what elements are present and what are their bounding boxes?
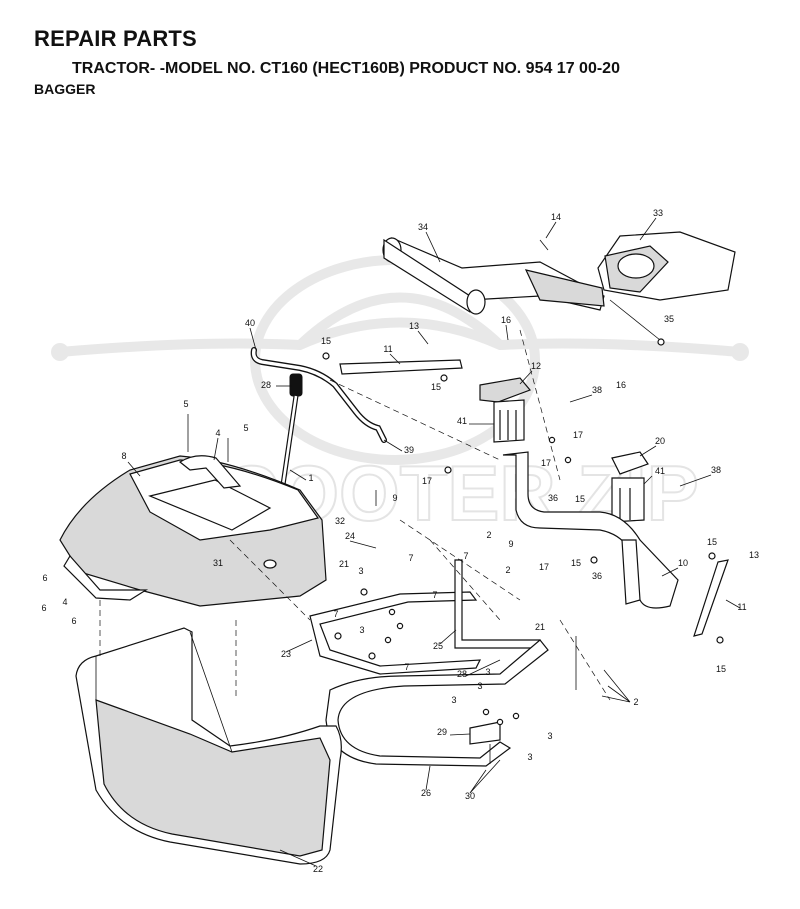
callout-5-a: 5 bbox=[183, 399, 188, 409]
callout-19-b: 17 bbox=[541, 458, 551, 468]
callout-7-b: 7 bbox=[408, 553, 413, 563]
callout-27: 28 bbox=[457, 669, 467, 679]
leader-lines bbox=[127, 217, 741, 867]
side-bracket bbox=[693, 559, 729, 637]
callout-3-a: 3 bbox=[358, 566, 363, 576]
callout-4-bottom: 4 bbox=[62, 597, 67, 607]
callout-38-a: 38 bbox=[592, 385, 602, 395]
callout-20: 20 bbox=[655, 436, 665, 446]
callout-36-a: 36 bbox=[548, 493, 558, 503]
callout-22-a: 21 bbox=[339, 559, 349, 569]
callout-7-a: 7 bbox=[463, 551, 468, 561]
callout-34: 34 bbox=[418, 222, 428, 232]
callout-31: 31 bbox=[213, 558, 223, 568]
callout-26: 26 bbox=[421, 788, 431, 798]
callout-3-b: 3 bbox=[359, 625, 364, 635]
callout-41-a: 41 bbox=[457, 416, 467, 426]
hardware bbox=[187, 352, 724, 764]
callout-2-a: 2 bbox=[486, 530, 491, 540]
callout-9-a: 9 bbox=[392, 493, 397, 503]
callout-2-b: 2 bbox=[505, 565, 510, 575]
grass-bag bbox=[75, 627, 342, 865]
callout-5-b: 5 bbox=[243, 423, 248, 433]
callout-36-b: 36 bbox=[592, 571, 602, 581]
callout-19-d: 17 bbox=[539, 562, 549, 572]
callout-6-b: 6 bbox=[41, 603, 46, 613]
callout-3-f: 3 bbox=[547, 731, 552, 741]
callout-35: 35 bbox=[664, 314, 674, 324]
callout-7-e: 7 bbox=[404, 662, 409, 672]
callout-8: 8 bbox=[121, 451, 126, 461]
callout-11-right: 11 bbox=[737, 602, 746, 612]
callout-13-right: 13 bbox=[749, 550, 759, 560]
callout-6-c: 6 bbox=[71, 616, 76, 626]
callout-13-top: 13 bbox=[409, 321, 419, 331]
callout-17-top: 16 bbox=[501, 315, 511, 325]
mount-brackets bbox=[339, 359, 649, 523]
page-title: REPAIR PARTS bbox=[34, 26, 197, 51]
callout-19-c: 17 bbox=[422, 476, 432, 486]
callout-2-c: 2 bbox=[633, 697, 638, 707]
callout-16-a: 15 bbox=[321, 336, 331, 346]
callout-25: 25 bbox=[433, 641, 443, 651]
callout-19-a: 17 bbox=[573, 430, 583, 440]
callout-9-b: 9 bbox=[508, 539, 513, 549]
callout-41-b: 41 bbox=[655, 466, 665, 476]
callout-17-right: 16 bbox=[616, 380, 626, 390]
callout-3-g: 3 bbox=[527, 752, 532, 762]
callout-24: 24 bbox=[345, 531, 355, 541]
callout-16-b: 15 bbox=[431, 382, 441, 392]
callout-11-top: 11 bbox=[383, 344, 392, 354]
support-frame bbox=[502, 451, 679, 609]
callout-7-c: 7 bbox=[432, 590, 437, 600]
callout-38-b: 38 bbox=[711, 465, 721, 475]
section-label: BAGGER bbox=[34, 81, 96, 97]
callout-6-a: 6 bbox=[42, 573, 47, 583]
callout-22-b: 21 bbox=[535, 622, 545, 632]
lift-handle-assembly bbox=[382, 231, 736, 346]
callout-3-d: 3 bbox=[477, 681, 482, 691]
callout-15: 14 bbox=[551, 212, 561, 222]
bag-frames bbox=[309, 559, 549, 767]
callout-1: 1 bbox=[308, 473, 313, 483]
callout-10: 10 bbox=[678, 558, 688, 568]
callout-40: 39 bbox=[404, 445, 414, 455]
callout-29: 29 bbox=[437, 727, 447, 737]
callout-21: 22 bbox=[313, 864, 323, 874]
callout-39: 40 bbox=[245, 318, 255, 328]
callout-16-c: 15 bbox=[707, 537, 717, 547]
callout-33: 33 bbox=[653, 208, 663, 218]
model-subtitle: TRACTOR- -MODEL NO. CT160 (HECT160B) PRO… bbox=[72, 60, 620, 77]
assembly-lines bbox=[99, 329, 611, 701]
bagger-cover bbox=[59, 455, 327, 607]
callout-14-a: 15 bbox=[575, 494, 585, 504]
callout-labels: 34 14 33 35 40 13 16 15 11 12 28 15 38 1… bbox=[41, 208, 759, 874]
callout-3-e: 3 bbox=[451, 695, 456, 705]
callout-32: 32 bbox=[335, 516, 345, 526]
callout-28: 28 bbox=[261, 380, 271, 390]
callout-7-d: 7 bbox=[333, 609, 338, 619]
callout-4-top: 4 bbox=[215, 428, 220, 438]
callout-30: 30 bbox=[465, 791, 475, 801]
callout-12: 12 bbox=[531, 361, 541, 371]
callout-16-d: 15 bbox=[716, 664, 726, 674]
callout-3-c: 3 bbox=[485, 667, 490, 677]
callout-23: 23 bbox=[281, 649, 291, 659]
callout-14-b: 15 bbox=[571, 558, 581, 568]
